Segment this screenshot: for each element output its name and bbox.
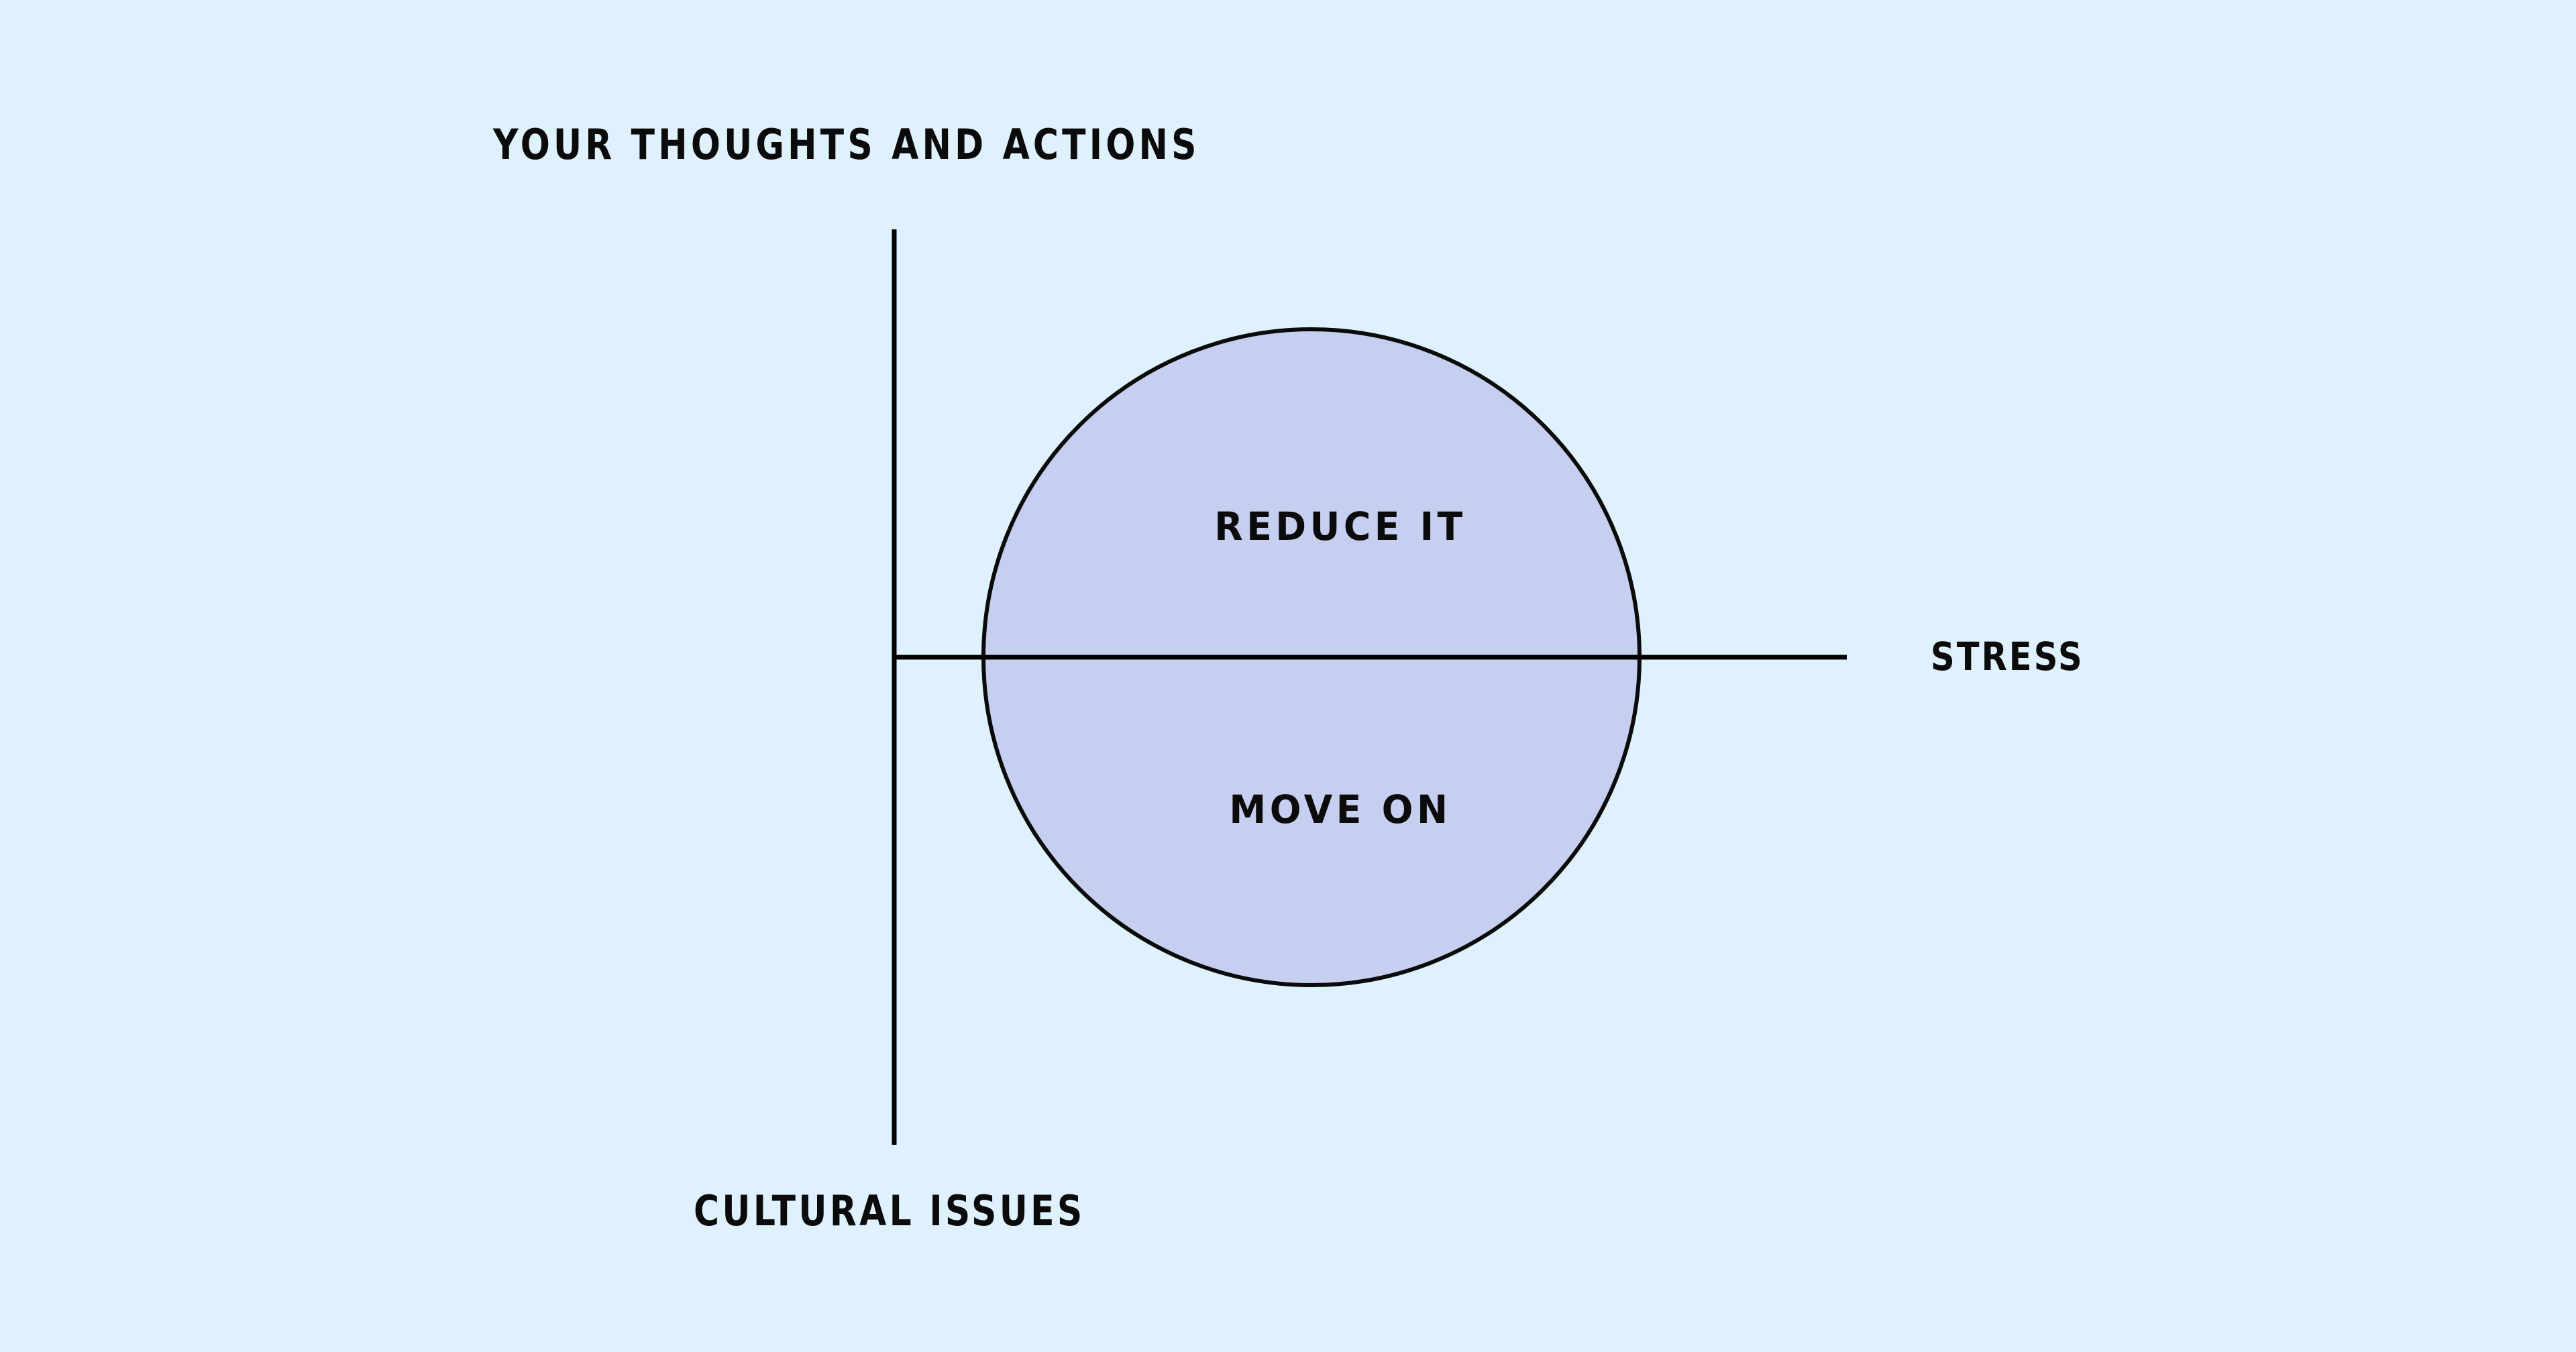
circle-upper-half-label: REDUCE IT [1214,504,1466,549]
circle-lower-half-label: MOVE ON [1229,787,1452,832]
vertical-axis-label: YOUR THOUGHTS AND ACTIONS [493,120,1200,169]
vertical-axis-bottom-label: CULTURAL ISSUES [694,1186,1085,1235]
horizontal-axis-label: STRESS [1931,634,2084,679]
